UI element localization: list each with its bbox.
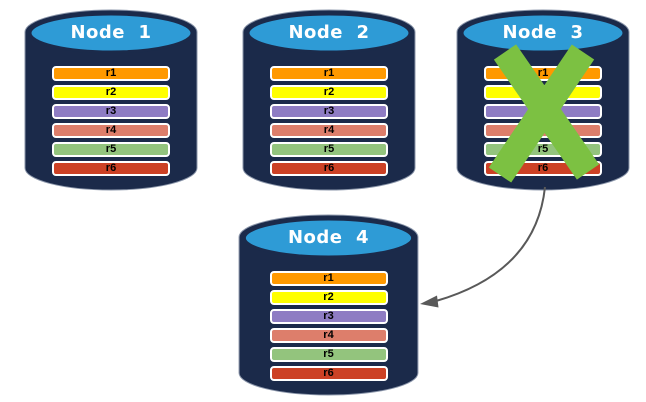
- node-title: Node 3: [502, 21, 584, 43]
- node-1: Node 1 r1 r2 r3 r4 r5 r6: [23, 8, 199, 192]
- arrowhead-icon: [420, 295, 439, 308]
- record-bar-r4: r4: [52, 123, 170, 138]
- record-bar-r5: r5: [52, 142, 170, 157]
- cylinder-top: [460, 12, 626, 54]
- arrow-curve: [435, 186, 546, 302]
- node-title: Node 4: [287, 226, 370, 248]
- failure-x-icon: [488, 44, 600, 183]
- record-bar-r2: r2: [52, 85, 170, 100]
- record-bar-r6: r6: [269, 366, 388, 381]
- record-bar-r3: r3: [270, 104, 388, 119]
- cylinder-top: [28, 12, 194, 54]
- record-bar-r1: r1: [52, 66, 170, 81]
- record-list: r1 r2 r3 r4 r5 r6: [269, 271, 388, 385]
- record-list: r1 r2 r3 r4 r5 r6: [52, 66, 170, 180]
- record-bar-r3: r3: [52, 104, 170, 119]
- node-title: Node 1: [70, 21, 152, 43]
- record-bar-r2: r2: [269, 290, 388, 305]
- record-bar-r6: r6: [52, 161, 170, 176]
- node-3: Node 3 r1 r2 r3 r4 r5 r6: [455, 8, 631, 192]
- node-2: Node 2 r1 r2 r3 r4 r5 r6: [241, 8, 417, 192]
- node-title: Node 2: [288, 21, 370, 43]
- record-bar-r4: r4: [269, 328, 388, 343]
- node-4: Node 4 r1 r2 r3 r4 r5 r6: [237, 213, 420, 397]
- record-bar-r3: r3: [269, 309, 388, 324]
- record-bar-r2: r2: [270, 85, 388, 100]
- record-bar-r1: r1: [269, 271, 388, 286]
- record-bar-r5: r5: [269, 347, 388, 362]
- record-bar-r4: r4: [270, 123, 388, 138]
- cylinder-top: [246, 12, 412, 54]
- record-list: r1 r2 r3 r4 r5 r6: [270, 66, 388, 180]
- x-stroke: [488, 44, 595, 183]
- record-bar-r1: r1: [270, 66, 388, 81]
- cylinder-top: [242, 217, 415, 259]
- record-bar-r6: r6: [270, 161, 388, 176]
- record-bar-r5: r5: [270, 142, 388, 157]
